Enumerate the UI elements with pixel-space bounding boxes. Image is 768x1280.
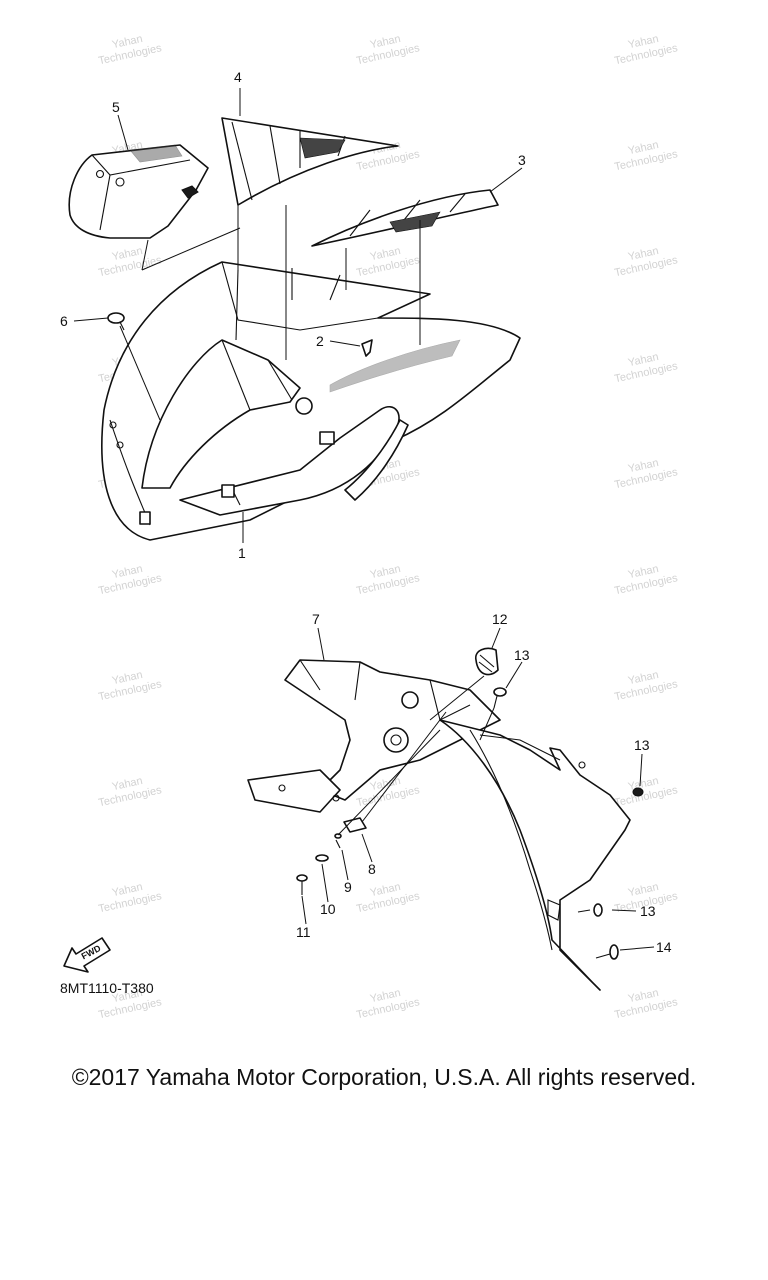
part-6-screw	[107, 312, 125, 331]
part-9-washer	[334, 833, 342, 849]
leader-lines	[73, 88, 655, 951]
callout-5: 5	[112, 99, 120, 115]
part-13-fastener-c	[577, 903, 603, 917]
callout-14: 14	[656, 939, 672, 955]
callout-3: 3	[518, 152, 526, 168]
callout-13c: 13	[640, 903, 656, 919]
callout-13b: 13	[634, 737, 650, 753]
callout-6: 6	[60, 313, 68, 329]
part-7-inner-panel	[247, 659, 501, 813]
assembly-lines-lower	[337, 675, 495, 836]
part-2-clip	[361, 339, 373, 357]
assembly-lines-upper	[119, 205, 421, 421]
part-13-fastener-a	[493, 687, 507, 709]
callout-11: 11	[296, 924, 311, 940]
diagram-code: 8MT1110-T380	[60, 980, 154, 996]
part-14-screw	[595, 944, 619, 960]
callout-8: 8	[368, 861, 376, 877]
callouts: 4 5 3 6 2 1 7 12 13 13 8 9 10 11 13 14	[60, 69, 672, 955]
part-4-grille	[221, 117, 399, 206]
callout-9: 9	[344, 879, 352, 895]
fwd-arrow-icon: FWD	[63, 937, 111, 973]
callout-12: 12	[492, 611, 508, 627]
part-3-grille	[311, 189, 499, 247]
part-13-fastener-b	[632, 787, 644, 797]
part-10-collar	[315, 854, 329, 862]
copyright-notice: ©2017 Yamaha Motor Corporation, U.S.A. A…	[71, 1064, 697, 1090]
callout-2: 2	[316, 333, 324, 349]
callout-7: 7	[312, 611, 320, 627]
part-12-grommet	[475, 647, 499, 676]
callout-13a: 13	[514, 647, 530, 663]
callout-1: 1	[238, 545, 246, 561]
part-1-front-cowl	[101, 261, 521, 541]
callout-4: 4	[234, 69, 242, 85]
part-11-bolt	[296, 874, 308, 895]
callout-10: 10	[320, 901, 336, 917]
part-8-clip	[343, 817, 367, 833]
part-5-cover	[68, 144, 209, 239]
part-lower-side-panel	[439, 719, 631, 991]
